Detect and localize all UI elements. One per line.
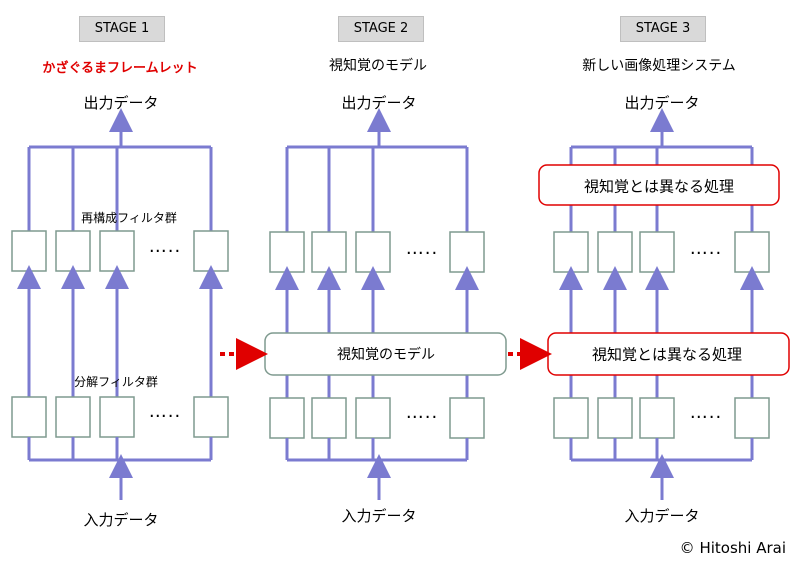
stage-2-subtitle: 視知覚のモデル bbox=[329, 58, 427, 74]
stage-1-subtitle: かざぐるまフレームレット bbox=[42, 61, 198, 76]
stage-2-col-4-decomposition-filter-box bbox=[449, 397, 485, 439]
stage-3-output-label: 出力データ bbox=[624, 94, 700, 112]
stage-3-col-4-reconstruction-filter-box bbox=[734, 231, 770, 273]
stage-3-top-process-box bbox=[538, 164, 780, 206]
decomposition-filter-label: 分解フィルタ群 bbox=[74, 375, 158, 389]
stage-1-col-3-reconstruction-filter-box bbox=[99, 230, 135, 272]
stage-3-tab: STAGE 3 bbox=[620, 16, 706, 42]
stage-3-top-ellipsis: ….. bbox=[689, 238, 723, 259]
stage-2-col-3-decomposition-filter-box bbox=[355, 397, 391, 439]
stage-1-col-4-reconstruction-filter-box bbox=[193, 230, 229, 272]
stage-3-input-label: 入力データ bbox=[624, 507, 700, 525]
stage-1-col-2-reconstruction-filter-box bbox=[55, 230, 91, 272]
stage-1-col-3-decomposition-filter-box bbox=[99, 396, 135, 438]
stage-1-tab: STAGE 1 bbox=[79, 16, 165, 42]
stage-1-col-4-decomposition-filter-box bbox=[193, 396, 229, 438]
stage-2-input-label: 入力データ bbox=[341, 507, 417, 525]
stage-1-bottom-ellipsis: ….. bbox=[148, 401, 182, 422]
stage-2-col-3-reconstruction-filter-box bbox=[355, 231, 391, 273]
stage-3-col-3-reconstruction-filter-box bbox=[639, 231, 675, 273]
stage-1-col-1-decomposition-filter-box bbox=[11, 396, 47, 438]
stage-3-top-box-label: 視知覚とは異なる処理 bbox=[583, 177, 735, 196]
stage-2-bottom-ellipsis: ….. bbox=[405, 402, 439, 423]
stage-2-col-2-decomposition-filter-box bbox=[311, 397, 347, 439]
stage-1-top-ellipsis: ….. bbox=[148, 236, 182, 257]
stage-3-subtitle: 新しい画像処理システム bbox=[582, 58, 736, 74]
stage-2-output-label: 出力データ bbox=[341, 94, 417, 112]
stage-2-top-ellipsis: ….. bbox=[405, 238, 439, 259]
reconstruction-filter-label: 再構成フィルタ群 bbox=[81, 211, 177, 225]
stage-2-model-box-label: 視知覚のモデル bbox=[337, 347, 435, 363]
stage-3-middle-box-label: 視知覚とは異なる処理 bbox=[591, 345, 743, 364]
stage-3-col-1-decomposition-filter-box bbox=[553, 397, 589, 439]
stage-2-col-1-decomposition-filter-box bbox=[269, 397, 305, 439]
stage-3-col-3-decomposition-filter-box bbox=[639, 397, 675, 439]
stage-2-tab: STAGE 2 bbox=[338, 16, 424, 42]
stage-2-col-1-reconstruction-filter-box bbox=[269, 231, 305, 273]
stage-3-col-2-decomposition-filter-box bbox=[597, 397, 633, 439]
stage-2-col-4-reconstruction-filter-box bbox=[449, 231, 485, 273]
stage-3-col-1-reconstruction-filter-box bbox=[553, 231, 589, 273]
stage-2-col-2-reconstruction-filter-box bbox=[311, 231, 347, 273]
copyright-notice: © Hitoshi Arai bbox=[679, 539, 786, 557]
stage-1-col-2-decomposition-filter-box bbox=[55, 396, 91, 438]
stage-3-bottom-ellipsis: ….. bbox=[689, 402, 723, 423]
stage-1-output-label: 出力データ bbox=[83, 94, 159, 112]
stage-1-col-1-reconstruction-filter-box bbox=[11, 230, 47, 272]
stage-3-col-2-reconstruction-filter-box bbox=[597, 231, 633, 273]
stage-1-input-label: 入力データ bbox=[83, 511, 159, 529]
stage-3-col-4-decomposition-filter-box bbox=[734, 397, 770, 439]
